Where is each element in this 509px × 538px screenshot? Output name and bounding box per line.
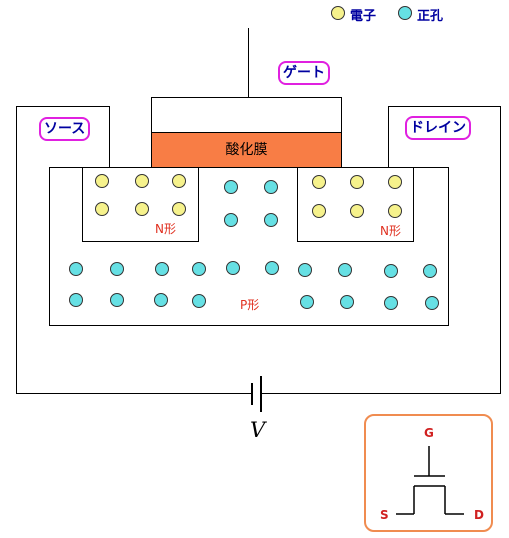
oxide-layer: 酸化膜 (151, 132, 342, 168)
gate-electrode (151, 97, 342, 133)
hole (384, 296, 398, 310)
source-wire-left (16, 106, 17, 394)
drain-terminal-label: D (474, 508, 484, 522)
hole (154, 293, 168, 307)
n-region-left-label: N形 (155, 222, 176, 236)
source-terminal-label: S (380, 508, 389, 522)
hole (69, 262, 83, 276)
hole-legend-label: 正孔 (417, 9, 444, 24)
battery-short-plate (260, 376, 262, 412)
electron (388, 204, 402, 218)
hole (425, 296, 439, 310)
hole (192, 294, 206, 308)
voltage-label: V (250, 418, 266, 442)
hole (300, 295, 314, 309)
drain-wire-top (388, 106, 500, 107)
electron (350, 204, 364, 218)
hole (264, 180, 278, 194)
mosfet-symbol-graphic (396, 446, 464, 515)
mosfet-symbol: G S D (364, 414, 493, 532)
hole (298, 263, 312, 277)
hole-legend-dot (398, 6, 412, 20)
drain-label: ドレイン (405, 116, 471, 140)
electron (95, 174, 109, 188)
p-region-label: P形 (240, 298, 260, 312)
bottom-wire-left (16, 393, 251, 394)
n-region-right-label: N形 (380, 224, 401, 238)
source-label: ソース (39, 117, 91, 141)
electron-legend-label: 電子 (350, 9, 377, 24)
gate-terminal-label: G (424, 426, 434, 440)
electron (388, 175, 402, 189)
hole (384, 264, 398, 278)
electron (172, 174, 186, 188)
battery-long-plate (251, 383, 253, 405)
hole (264, 213, 278, 227)
hole (110, 293, 124, 307)
gate-label: ゲート (278, 61, 330, 85)
source-wire-top (16, 106, 109, 107)
electron (135, 174, 149, 188)
hole (192, 262, 206, 276)
hole (155, 262, 169, 276)
electron (135, 202, 149, 216)
hole (69, 293, 83, 307)
electron (172, 202, 186, 216)
hole (110, 262, 124, 276)
electron (312, 175, 326, 189)
source-wire-down (109, 106, 110, 168)
hole (224, 180, 238, 194)
electron (95, 202, 109, 216)
hole (265, 261, 279, 275)
hole (423, 264, 437, 278)
bottom-wire-right (262, 393, 501, 394)
drain-wire-right (500, 106, 501, 394)
gate-lead (248, 28, 249, 98)
electron-legend-dot (331, 6, 345, 20)
hole (340, 295, 354, 309)
drain-wire-down (388, 106, 389, 168)
hole (224, 213, 238, 227)
hole (226, 261, 240, 275)
hole (338, 263, 352, 277)
electron (312, 204, 326, 218)
electron (350, 175, 364, 189)
